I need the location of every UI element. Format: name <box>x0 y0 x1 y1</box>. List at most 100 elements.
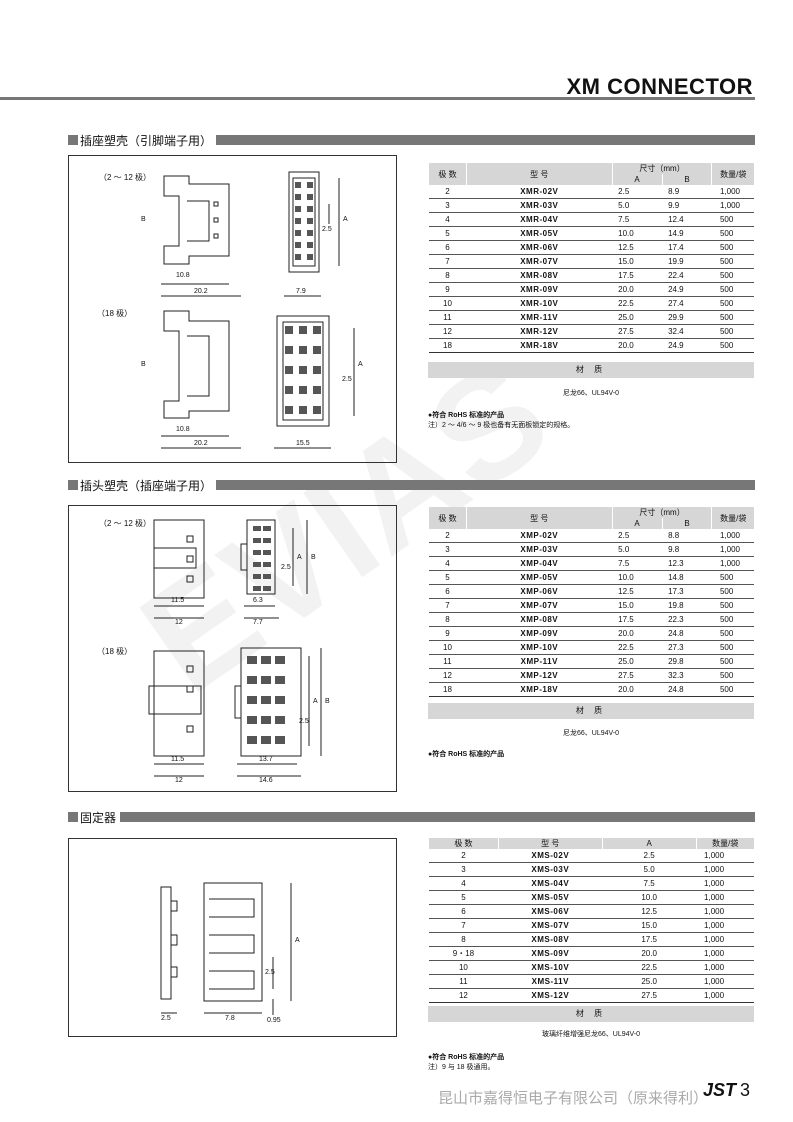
table-cell: 5 <box>428 226 467 241</box>
dimension-label: A <box>313 698 318 705</box>
table-cell: 17.5 <box>612 612 663 627</box>
note-block: ●符合 RoHS 标准的产品 <box>428 750 504 760</box>
table-cell: 1,000 <box>696 918 754 933</box>
table-cell: 14.8 <box>662 570 712 585</box>
table-cell: 20.0 <box>602 946 697 961</box>
col-header-b: B <box>661 518 712 529</box>
table-cell: 500 <box>711 682 754 697</box>
table-cell: 7.5 <box>602 876 697 891</box>
dimension-label: 2.5 <box>161 1015 171 1022</box>
col-header-poles: 极 数 <box>428 507 467 529</box>
material-header: 材 质 <box>428 703 754 719</box>
table-cell: 15.0 <box>612 254 663 269</box>
table-cell: XMS-09V <box>498 946 603 961</box>
table-cell: 27.3 <box>662 640 712 655</box>
dimension-label: 14.6 <box>259 777 273 784</box>
table-cell: XMP-10V <box>466 640 613 655</box>
col-header-size: 尺寸（mm） <box>611 507 712 518</box>
table-cell: 22.5 <box>602 960 697 975</box>
table-cell: 27.5 <box>602 988 697 1003</box>
table-cell: 1,000 <box>696 890 754 905</box>
table-cell: 12.4 <box>662 212 712 227</box>
table-cell: 11 <box>428 974 499 989</box>
dimension-label: 11.5 <box>171 597 185 604</box>
table-cell: XMS-07V <box>498 918 603 933</box>
table-cell: 500 <box>711 570 754 585</box>
table-cell: XMP-04V <box>466 556 613 571</box>
table-cell: XMR-06V <box>466 240 613 255</box>
table-cell: 2.5 <box>612 185 663 199</box>
page-number: 3 <box>740 1080 751 1100</box>
table-cell: 27.5 <box>612 324 663 339</box>
drawing-sublabel: （18 极） <box>97 309 133 318</box>
table-cell: XMR-03V <box>466 198 613 213</box>
col-header-b: B <box>661 174 712 185</box>
table-cell: 500 <box>711 654 754 669</box>
dimension-label: 12 <box>175 777 183 784</box>
table-cell: 24.9 <box>662 338 712 353</box>
material-header: 材 质 <box>428 1006 754 1022</box>
table-cell: 2 <box>428 529 467 543</box>
table-cell: 7.5 <box>612 212 663 227</box>
table-cell: 18 <box>428 682 467 697</box>
table-cell: XMS-12V <box>498 988 603 1003</box>
dimension-label: A <box>358 361 363 368</box>
table-cell: 1,000 <box>696 932 754 947</box>
dimension-label: 20.2 <box>194 440 208 447</box>
table-cell: 8 <box>428 612 467 627</box>
col-header-size: 尺寸（mm） <box>611 163 712 174</box>
table-cell: 8.8 <box>662 529 712 543</box>
drawing-sublabel: （2 ～ 12 极） <box>99 173 152 182</box>
table-cell: 10.0 <box>612 570 663 585</box>
table-cell: 5.0 <box>612 542 663 557</box>
table-cell: 2.5 <box>612 529 663 543</box>
table-cell: 6 <box>428 904 499 919</box>
table-cell: 27.5 <box>612 668 663 683</box>
col-header-poles: 极 数 <box>428 163 467 185</box>
table-cell: 1,000 <box>696 974 754 989</box>
table-cell: 1,000 <box>696 946 754 961</box>
dimension-label: A <box>343 216 348 223</box>
table-cell: 20.0 <box>612 682 663 697</box>
table-cell: 500 <box>711 598 754 613</box>
table-cell: XMR-11V <box>466 310 613 325</box>
table-cell: 6 <box>428 584 467 599</box>
dimension-label: B <box>325 698 330 705</box>
table-cell: 1,000 <box>696 876 754 891</box>
dimension-label: 15.5 <box>296 440 310 447</box>
table-cell: 500 <box>711 324 754 339</box>
table-cell: 500 <box>711 282 754 297</box>
table-cell: 1,000 <box>711 529 754 543</box>
table-cell: 12 <box>428 324 467 339</box>
table-cell: 8 <box>428 268 467 283</box>
table-cell: XMP-12V <box>466 668 613 683</box>
table-cell: XMR-10V <box>466 296 613 311</box>
table-cell: 500 <box>711 668 754 683</box>
col-header-model: 型 号 <box>465 163 613 185</box>
table-cell: 20.0 <box>612 338 663 353</box>
table-cell: 22.3 <box>662 612 712 627</box>
note-rohs: ●符合 RoHS 标准的产品 <box>428 1054 505 1061</box>
col-header-a: A <box>611 174 663 185</box>
table-cell: 12.5 <box>612 240 663 255</box>
table-cell: 25.0 <box>612 310 663 325</box>
table-cell: 24.8 <box>662 626 712 641</box>
